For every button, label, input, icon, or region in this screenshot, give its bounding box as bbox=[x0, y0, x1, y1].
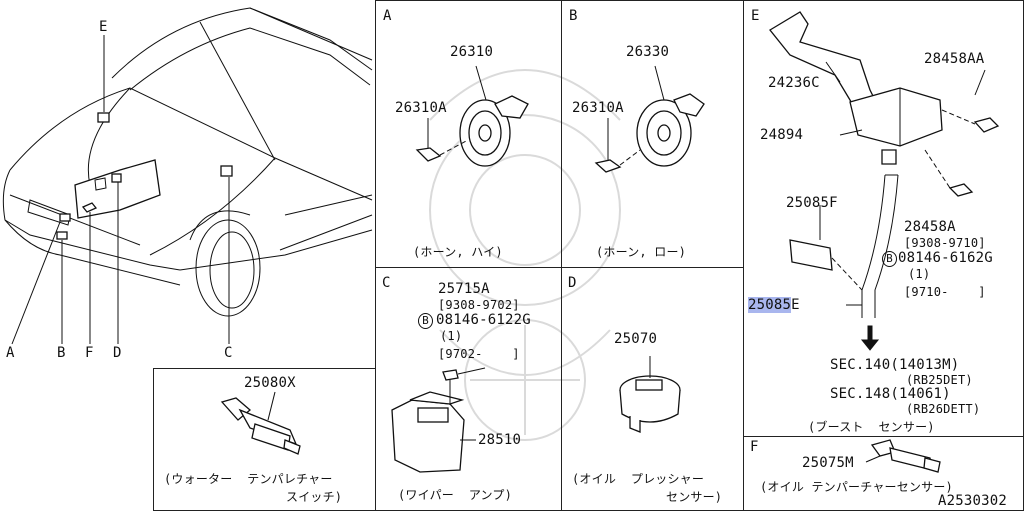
part-number-26310a: 26310A bbox=[395, 100, 447, 116]
part-number-25080x: 25080X bbox=[244, 375, 296, 391]
sec-148-reference: SEC.148(14061) bbox=[830, 386, 951, 402]
bolt-symbol-b-e: B bbox=[882, 251, 897, 267]
callout-a: A bbox=[6, 345, 15, 361]
callout-d: D bbox=[113, 345, 122, 361]
date-range-9308-9710: [9308-9710] bbox=[904, 236, 986, 250]
panel-e-letter: E bbox=[751, 8, 760, 24]
date-range-9308-9702: [9308-9702] bbox=[438, 298, 520, 312]
panel-f-letter: F bbox=[750, 439, 759, 455]
panel-d-caption-1: (オイル プレッシャー bbox=[572, 472, 705, 486]
part-number-24236c: 24236C bbox=[768, 75, 820, 91]
bolt-code-08146-6162g: 08146-6162G bbox=[898, 250, 993, 266]
bolt-qty-e: (1) bbox=[908, 267, 931, 281]
wiper-amp-drawing bbox=[391, 367, 486, 473]
car-illustration bbox=[2, 7, 373, 345]
date-range-9710: [9710- ] bbox=[904, 285, 986, 299]
panel-c-letter: C bbox=[382, 275, 391, 291]
part-number-25070: 25070 bbox=[614, 331, 658, 347]
bolt-code-08146-6122g: 08146-6122G bbox=[436, 312, 531, 328]
panel-d-letter: D bbox=[568, 275, 577, 291]
panel-water-caption-2: スイッチ) bbox=[286, 490, 343, 504]
callout-e: E bbox=[99, 19, 108, 35]
panel-a-caption: (ホーン, ハイ) bbox=[413, 245, 503, 259]
part-number-24894: 24894 bbox=[760, 127, 804, 143]
panel-e-caption: (ブースト センサー) bbox=[808, 420, 935, 434]
sec-148-engine: (RB26DETT) bbox=[906, 402, 981, 416]
figure-code: A2530302 bbox=[938, 493, 1008, 509]
part-number-26310: 26310 bbox=[450, 44, 494, 60]
part-number-highlight: 25085 bbox=[748, 297, 792, 313]
panel-b-letter: B bbox=[569, 8, 578, 24]
part-number-suffix: E bbox=[791, 297, 800, 313]
part-number-25715a: 25715A bbox=[438, 281, 490, 297]
callout-c: C bbox=[224, 345, 233, 361]
oil-pressure-sensor-drawing bbox=[619, 356, 681, 433]
part-number-28458a: 28458A bbox=[904, 219, 956, 235]
part-number-25085e[interactable]: 25085E bbox=[748, 297, 800, 313]
date-range-9702: [9702- ] bbox=[438, 347, 520, 361]
boost-sensor-drawing bbox=[769, 11, 1000, 351]
part-number-26330: 26330 bbox=[626, 44, 670, 60]
panel-b-caption: (ホーン, ロー) bbox=[596, 245, 687, 259]
panel-a-letter: A bbox=[383, 8, 392, 24]
panel-water-caption-1: (ウォーター テンパレチャー bbox=[164, 472, 333, 486]
panel-d-caption-2: センサー) bbox=[666, 490, 723, 504]
sec-140-reference: SEC.140(14013M) bbox=[830, 357, 960, 373]
callout-f: F bbox=[85, 345, 94, 361]
water-temp-switch-drawing bbox=[220, 391, 301, 455]
panel-b-frame bbox=[561, 0, 744, 268]
bolt-symbol-b-c: B bbox=[418, 313, 433, 329]
part-number-28458aa: 28458AA bbox=[924, 51, 985, 67]
panel-c-caption: (ワイパー アンプ) bbox=[398, 488, 513, 502]
sec-140-engine: (RB25DET) bbox=[906, 373, 973, 387]
part-number-26310a-b: 26310A bbox=[572, 100, 624, 116]
bolt-qty-c: (1) bbox=[440, 329, 463, 343]
panel-f-caption: (オイル テンパーチャーセンサー) bbox=[760, 480, 953, 494]
callout-b: B bbox=[57, 345, 66, 361]
horn-low-drawing bbox=[594, 65, 705, 173]
part-number-28510: 28510 bbox=[478, 432, 522, 448]
oil-temp-sensor-drawing bbox=[865, 439, 941, 473]
panel-a-frame bbox=[375, 0, 562, 268]
horn-high-drawing bbox=[415, 65, 529, 167]
watermark bbox=[429, 69, 621, 441]
part-number-25075m: 25075M bbox=[802, 455, 854, 471]
part-number-25085f: 25085F bbox=[786, 195, 838, 211]
